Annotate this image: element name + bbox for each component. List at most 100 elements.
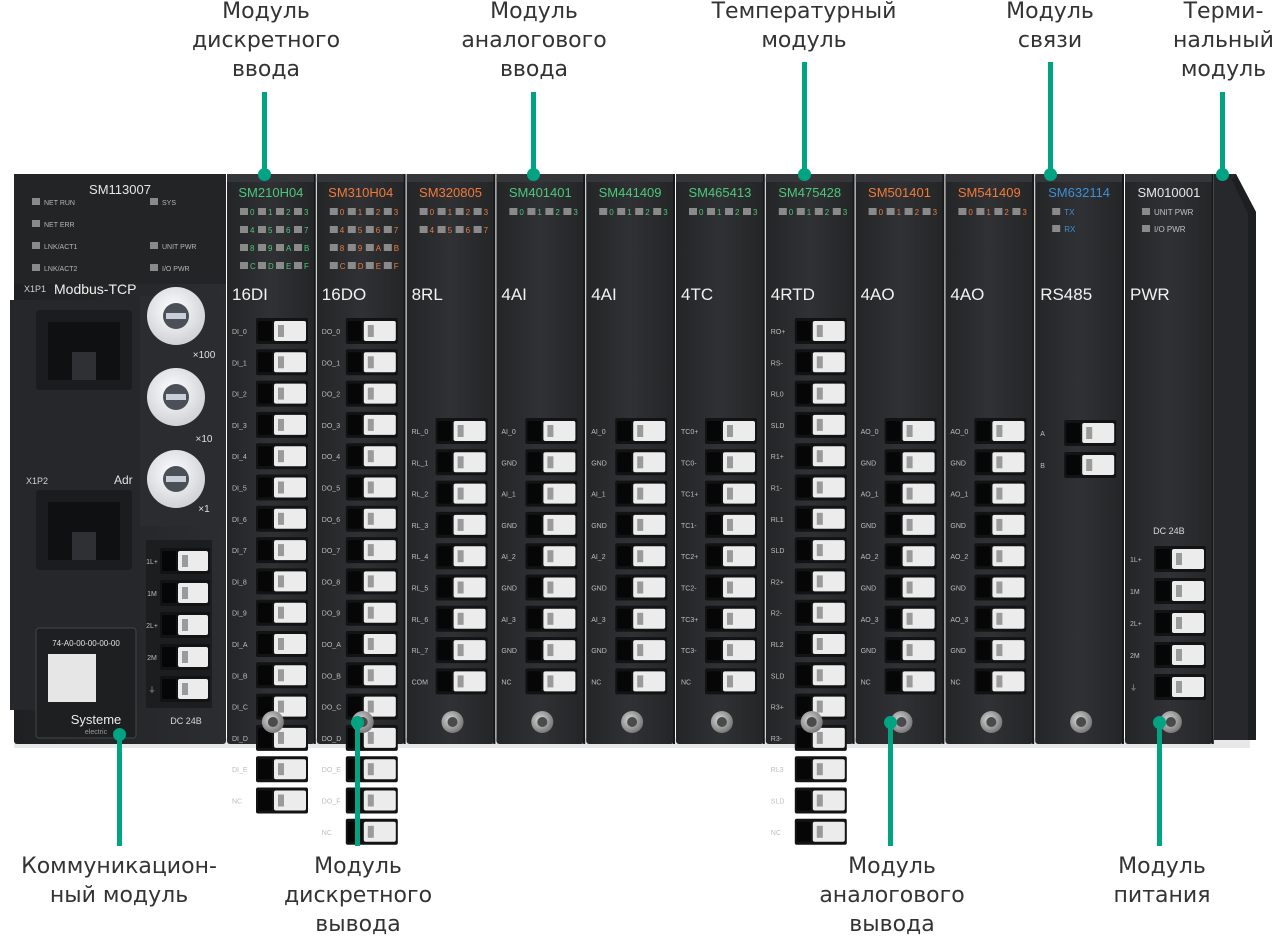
terminal-end-module bbox=[1214, 174, 1256, 740]
led-label: 2 bbox=[735, 208, 740, 217]
led-icon bbox=[796, 208, 805, 215]
terminal-label: RO+ bbox=[771, 329, 786, 336]
led-label: 1 bbox=[268, 208, 273, 217]
led-icon bbox=[617, 208, 626, 215]
led-label: C bbox=[250, 262, 256, 271]
address-dial-10 bbox=[147, 368, 205, 426]
terminal-label: AI_1 bbox=[501, 492, 516, 499]
led-label: 1 bbox=[448, 208, 453, 217]
led-label: 0 bbox=[340, 208, 345, 217]
terminal-label: GND bbox=[501, 586, 517, 593]
led-label: 0 bbox=[250, 208, 255, 217]
terminal-label: RL1 bbox=[771, 517, 784, 524]
terminal-label: RL_7 bbox=[412, 648, 429, 655]
terminal-label: RL_0 bbox=[412, 429, 429, 436]
led-label: 4 bbox=[340, 226, 345, 235]
terminal-label: DO_0 bbox=[322, 329, 340, 336]
led-icon bbox=[509, 208, 518, 215]
led-icon bbox=[347, 226, 356, 233]
terminal-label: A bbox=[1040, 431, 1045, 438]
led-label: UNIT PWR bbox=[162, 244, 196, 251]
dial-multiplier: ×1 bbox=[198, 504, 210, 515]
module-model: SM010001 bbox=[1137, 185, 1200, 200]
terminal-label: SLD bbox=[771, 548, 785, 555]
led-icon bbox=[258, 208, 266, 215]
terminal-label: NC bbox=[232, 799, 242, 806]
module-model: SM465413 bbox=[688, 185, 751, 200]
led-label: D bbox=[268, 262, 274, 271]
terminal-label: 2M bbox=[147, 655, 157, 662]
leader-coupler bbox=[117, 734, 122, 846]
led-label: 3 bbox=[753, 208, 758, 217]
led-icon bbox=[240, 208, 248, 215]
terminal-block bbox=[974, 418, 1027, 695]
terminal-label: AO_3 bbox=[950, 617, 968, 624]
module-model: SM441409 bbox=[599, 185, 662, 200]
terminal-label: GND bbox=[591, 523, 607, 530]
led-label: NET RUN bbox=[44, 200, 75, 207]
brand-logo: Systeme bbox=[71, 712, 122, 727]
led-icon bbox=[258, 244, 266, 251]
terminal-label: DI_7 bbox=[232, 548, 247, 555]
terminal-label: TC2- bbox=[681, 586, 697, 593]
led-label: 2 bbox=[645, 208, 650, 217]
led-icon bbox=[329, 262, 338, 269]
terminal-block bbox=[525, 418, 578, 695]
led-label: B bbox=[394, 244, 399, 253]
led-label: E bbox=[376, 262, 381, 271]
module-model: SM401401 bbox=[509, 185, 572, 200]
led-label: 7 bbox=[304, 226, 309, 235]
terminal-label: NC bbox=[950, 679, 960, 686]
terminal-label: DO_2 bbox=[322, 392, 340, 399]
led-icon bbox=[294, 244, 302, 251]
led-label: LNK/ACT1 bbox=[44, 244, 78, 251]
led-label: 5 bbox=[358, 226, 363, 235]
module-type: 8RL bbox=[412, 285, 443, 304]
qr-code-icon bbox=[48, 654, 96, 702]
terminal-label: AO_0 bbox=[950, 429, 968, 436]
led-icon bbox=[258, 226, 266, 233]
led-label: 1 bbox=[986, 208, 991, 217]
led-icon bbox=[473, 208, 482, 215]
terminal-label: GND bbox=[950, 523, 966, 530]
terminal-label: DO_9 bbox=[322, 611, 340, 618]
led-icon bbox=[240, 226, 248, 233]
terminal-label: DO_A bbox=[322, 642, 341, 649]
terminal-label: RL_6 bbox=[412, 617, 429, 624]
terminal-label: R1- bbox=[771, 486, 783, 493]
leader-discrete-output bbox=[355, 722, 360, 846]
terminal-label: GND bbox=[861, 460, 877, 467]
led-icon bbox=[365, 208, 374, 215]
terminal-label: R2- bbox=[771, 611, 783, 618]
terminal-label: GND bbox=[950, 460, 966, 467]
led-icon bbox=[150, 242, 158, 249]
module-model: SM541409 bbox=[958, 185, 1021, 200]
led-label: SYS bbox=[162, 200, 176, 207]
led-label: 1 bbox=[537, 208, 542, 217]
led-icon bbox=[455, 226, 464, 233]
terminal-label: DI_5 bbox=[232, 486, 247, 493]
led-label: D bbox=[358, 262, 364, 271]
terminal-label: DI_E bbox=[232, 767, 248, 774]
led-icon bbox=[258, 262, 266, 269]
terminal-label: AI_1 bbox=[591, 492, 606, 499]
led-icon bbox=[1052, 225, 1061, 232]
terminal-label: DO_4 bbox=[322, 454, 340, 461]
led-label: 2 bbox=[825, 208, 830, 217]
led-icon bbox=[743, 208, 751, 215]
led-label: E bbox=[286, 262, 291, 271]
terminal-label: TC1- bbox=[681, 523, 697, 530]
terminal-label: GND bbox=[501, 648, 517, 655]
led-label: 6 bbox=[286, 226, 291, 235]
led-icon bbox=[832, 208, 841, 215]
terminal-block bbox=[435, 418, 488, 695]
terminal-label: AO_3 bbox=[861, 617, 879, 624]
terminal-label: NC bbox=[771, 830, 781, 837]
